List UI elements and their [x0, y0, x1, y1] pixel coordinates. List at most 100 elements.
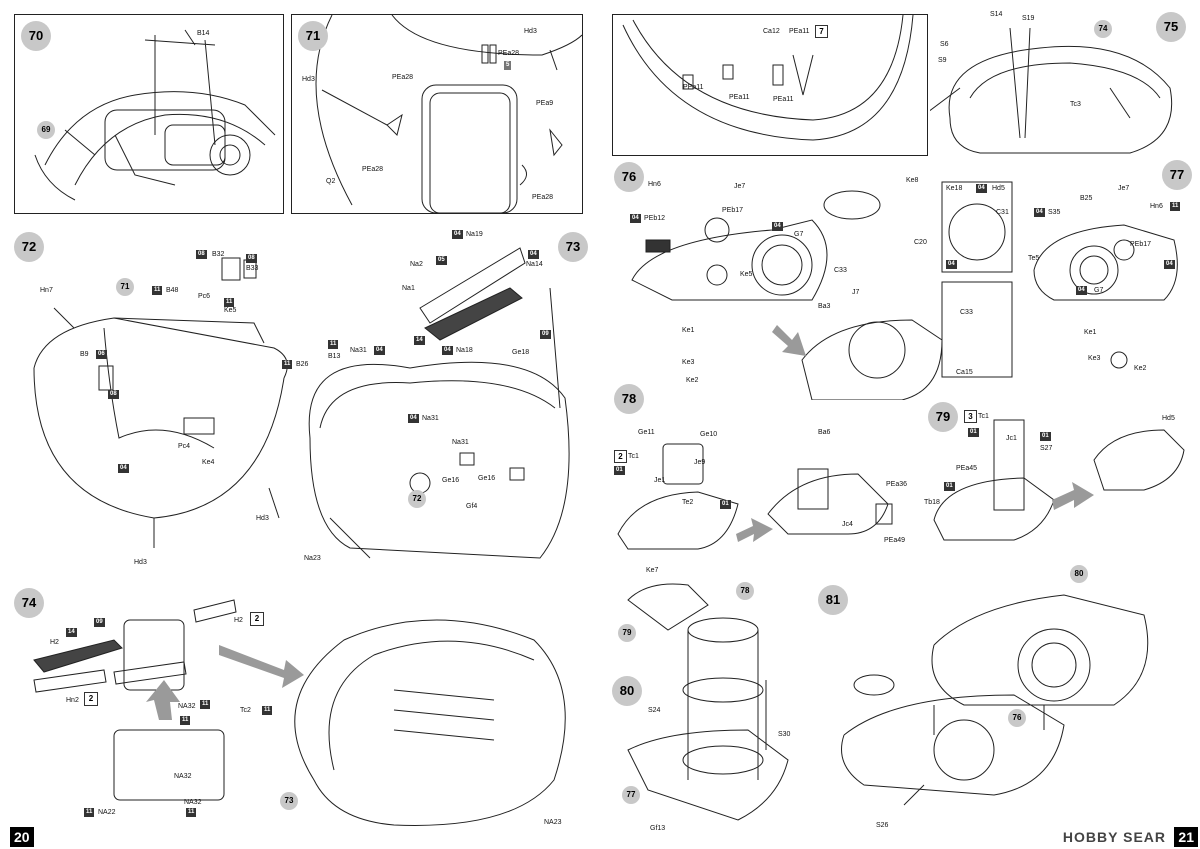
paint-code: 09: [540, 330, 551, 339]
step-79-drawing: [933, 419, 1185, 541]
part-label: Na31: [422, 415, 439, 422]
paint-code: 04: [118, 464, 129, 473]
part-label: Hd5: [992, 185, 1005, 192]
step-number: 80: [612, 676, 642, 706]
part-label: NA32: [174, 773, 192, 780]
step-78-drawing: [617, 443, 893, 550]
part-label: Ke2: [1134, 365, 1147, 372]
instruction-ref: 2: [614, 450, 627, 463]
part-label: Na1: [402, 285, 415, 292]
paint-code: 04: [442, 346, 453, 355]
page-number: 20: [10, 827, 34, 847]
part-label: Ke7: [646, 567, 659, 574]
part-label: PEa11: [729, 94, 750, 101]
step-number: 79: [928, 402, 958, 432]
part-label: S35: [1048, 209, 1061, 216]
step-79-area: 79 3 Tc1 01 Jc1 01 S27 PEa45 01 Tb18 Hd5: [924, 400, 1194, 550]
part-label: S24: [648, 707, 661, 714]
part-label: Hn7: [40, 287, 53, 294]
part-label: Tc1: [978, 413, 989, 420]
part-label: Hn2: [66, 697, 79, 704]
part-label: PEa9: [536, 100, 554, 107]
step-77-area: 77 04 S35 B25 Je7 Hn6 11 Te5 PEb17 04 04…: [1024, 160, 1194, 380]
paint-code: 14: [414, 336, 425, 345]
part-label: NA32: [184, 799, 202, 806]
paint-code: 01: [1040, 432, 1051, 441]
part-label: PEa28: [392, 74, 414, 81]
part-label: PEb12: [644, 215, 666, 222]
part-label: Pc4: [178, 443, 191, 450]
part-label: Na2: [410, 261, 423, 268]
paint-code: 01: [944, 482, 955, 491]
watermark-logo: HOBBY SEAR: [1062, 829, 1166, 845]
paint-code: 11: [282, 360, 293, 369]
part-label: B33: [246, 265, 259, 272]
step-72-area: 72 Hn7 71 B9 06 08 08 B32 08 B33 11 B48 …: [14, 228, 304, 568]
part-label: Je7: [1118, 185, 1130, 192]
paint-code: 08: [196, 250, 207, 259]
part-label: Na23: [304, 555, 321, 562]
part-label: Ke1: [682, 327, 695, 334]
part-label: Jc1: [1006, 435, 1017, 442]
subassembly-ref: 74: [1094, 20, 1112, 38]
subassembly-ref: 77: [622, 786, 640, 804]
part-label: PEa49: [884, 537, 906, 544]
paint-code: 06: [96, 350, 107, 359]
part-label: Ge16: [442, 477, 460, 484]
step-number: 77: [1162, 160, 1192, 190]
part-label: Hd3: [134, 559, 147, 566]
step-73-area: 73 04 Na19 04 Na14 Na2 05 Na1 09 14 04 N…: [282, 228, 590, 573]
subassembly-ref: 80: [1070, 565, 1088, 583]
part-label: Ke3: [1088, 355, 1101, 362]
part-label: Tc1: [628, 453, 639, 460]
paint-code: 04: [1034, 208, 1045, 217]
part-label: B25: [1080, 195, 1093, 202]
subassembly-ref: 78: [736, 582, 754, 600]
paint-code: 04: [374, 346, 385, 355]
part-label: Hd5: [1162, 415, 1175, 422]
paint-code: 05: [436, 256, 447, 265]
part-label: PEa45: [956, 465, 978, 472]
part-label: NA23: [544, 819, 562, 826]
step-76-area: 76 Hn6 Je7 04 PEb12 PEb17 04 G7 Ke5 Ke1 …: [612, 160, 1017, 400]
paint-code: 04: [1164, 260, 1175, 269]
step-71-drawing: [315, 15, 582, 213]
part-label: C33: [834, 267, 847, 274]
part-label: Na14: [526, 261, 543, 268]
part-label: Na31: [452, 439, 469, 446]
part-label: PEa11: [789, 28, 810, 35]
part-label: G7: [1094, 287, 1104, 294]
part-label: Na19: [466, 231, 483, 238]
paint-code: 01: [614, 466, 625, 475]
part-label: Na31: [350, 347, 367, 354]
part-label: S30: [778, 731, 791, 738]
paint-code: 04: [528, 250, 539, 259]
part-label: Ke2: [686, 377, 699, 384]
part-label: Ke1: [1084, 329, 1097, 336]
part-label: Ba6: [818, 429, 831, 436]
step-74-area: 74 14 H2 09 Hn2 2 H2 2 NA32 11 Tc2 11 11…: [14, 580, 584, 840]
part-label: Gf13: [650, 825, 666, 832]
step-71-panel: 71 Hd3 PEa28 PEa28 Q2 PEa28 5 Hd3 PEa9 P…: [291, 14, 583, 214]
part-label: Hn6: [1150, 203, 1163, 210]
part-label: Ke5: [224, 307, 237, 314]
step-73-drawing: [308, 247, 570, 559]
part-label: PEb17: [1130, 241, 1152, 248]
right-page: Ca12 PEa11 7 PEa11 PEa11 PEa11 S14 S19 S…: [604, 0, 1200, 849]
part-label: Je9: [694, 459, 706, 466]
paint-code: 04: [408, 414, 419, 423]
step-78-area: 78 Ge11 Ge10 2 Tc1 Je9 01 Je1 Te2 01 Ba6…: [608, 384, 918, 564]
part-label: Ge18: [512, 349, 530, 356]
part-label: C20: [914, 239, 927, 246]
part-label: H2: [50, 639, 59, 646]
part-label: Tc3: [1070, 101, 1081, 108]
step-75-detail-panel: Ca12 PEa11 7 PEa11 PEa11 PEa11: [612, 14, 928, 156]
paint-code: 09: [94, 618, 105, 627]
part-label: B32: [212, 251, 225, 258]
part-label: NA22: [98, 809, 116, 816]
paint-code: 11: [1170, 202, 1181, 211]
part-label: B14: [197, 30, 210, 37]
part-label: Ge10: [700, 431, 718, 438]
paint-code: 04: [946, 260, 957, 269]
paint-code: 01: [968, 428, 979, 437]
